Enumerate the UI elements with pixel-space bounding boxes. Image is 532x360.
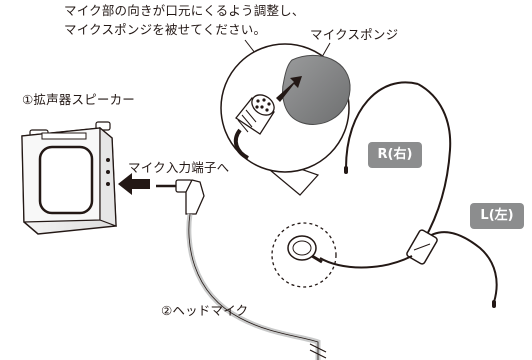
speaker-device bbox=[21, 121, 117, 235]
mic-sponge-image bbox=[282, 55, 351, 125]
instruction-line-2: マイクスポンジを被せてください。 bbox=[64, 22, 267, 37]
speaker-label: ①拡声器スピーカー bbox=[22, 92, 136, 107]
mic-boom bbox=[319, 255, 413, 269]
mic-head bbox=[287, 235, 323, 264]
left-side-badge: L(左) bbox=[470, 203, 524, 229]
mic-head-highlight bbox=[271, 222, 337, 288]
right-side-badge: R(右) bbox=[368, 142, 422, 168]
mic-plug bbox=[156, 179, 205, 215]
instruction-line-1: マイク部の向きが口元にくるよう調整し、 bbox=[64, 3, 305, 18]
sponge-arrow bbox=[276, 76, 302, 102]
headset-mic-label: ②ヘッドマイク bbox=[161, 303, 249, 318]
headset-band-outline bbox=[417, 83, 452, 241]
mic-capsule-image bbox=[233, 94, 275, 160]
input-arrow bbox=[118, 173, 150, 195]
headset-band-right bbox=[345, 81, 419, 169]
zoom-callout bbox=[220, 43, 351, 196]
cable-break-mark bbox=[309, 343, 327, 359]
mic-input-label: マイク入力端子へ bbox=[128, 160, 230, 175]
headset-adjuster bbox=[406, 229, 438, 265]
headset-band-left bbox=[423, 231, 498, 303]
mic-sponge-label: マイクスポンジ bbox=[310, 27, 399, 42]
mic-cable-outline bbox=[188, 213, 319, 360]
